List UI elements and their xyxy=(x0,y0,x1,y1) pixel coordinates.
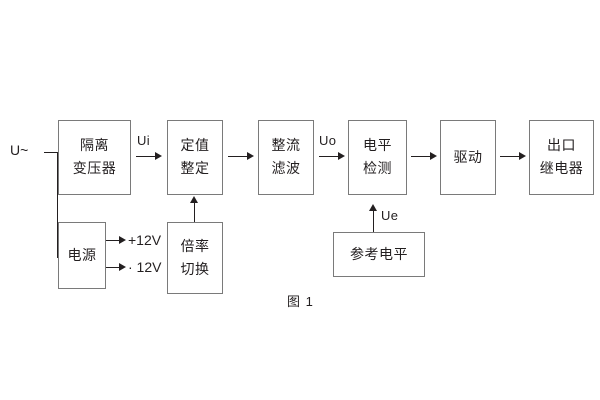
arrow-rail-positive xyxy=(119,236,126,244)
block-rectify-filter-line2: 滤波 xyxy=(271,160,301,176)
connector-drive-to-output-relay xyxy=(500,156,520,157)
arrow-into-setting-adjust-from-below xyxy=(190,196,198,203)
rail-negative-line xyxy=(106,267,120,268)
figure-caption: 图 1 xyxy=(287,294,314,309)
connector-level-detect-to-drive xyxy=(411,156,431,157)
block-isolation-transformer-line1: 隔离 xyxy=(80,137,109,154)
block-level-detect[interactable]: 电平 检测 xyxy=(348,120,407,195)
input-bus-vertical xyxy=(57,152,58,257)
block-isolation-transformer-line2: 变压器 xyxy=(72,160,117,176)
arrow-into-drive xyxy=(430,152,437,160)
arrow-into-output-relay xyxy=(519,152,526,160)
block-isolation-transformer[interactable]: 隔离 变压器 xyxy=(58,120,131,195)
rail-positive-label: +12V xyxy=(128,232,162,248)
arrow-into-rectify-filter xyxy=(247,152,254,160)
rail-negative-label: · 12V xyxy=(128,259,162,275)
block-setting-adjust-line1: 定值 xyxy=(180,137,210,154)
arrow-into-level-detect-from-below xyxy=(369,204,377,211)
block-drive[interactable]: 驱动 xyxy=(440,120,496,195)
input-bus-stub xyxy=(44,152,58,153)
block-level-detect-line1: 电平 xyxy=(363,137,392,154)
connector-isolation-to-setting xyxy=(136,156,156,157)
connector-reference-to-level-detect xyxy=(373,210,374,232)
block-multiplier-switch-line2: 切换 xyxy=(180,260,210,277)
signal-label-uo: Uo xyxy=(319,133,337,148)
block-rectify-filter[interactable]: 整流 滤波 xyxy=(258,120,314,195)
block-reference-level-line1: 参考电平 xyxy=(350,245,408,262)
arrow-into-setting-adjust xyxy=(155,152,162,160)
signal-label-ui: Ui xyxy=(137,133,150,148)
block-setting-adjust[interactable]: 定值 整定 xyxy=(167,120,223,195)
block-multiplier-switch[interactable]: 倍率 切换 xyxy=(167,222,223,294)
block-power-supply[interactable]: 电源 xyxy=(58,222,106,289)
input-source-label: U~ xyxy=(10,142,29,158)
block-drive-line1: 驱动 xyxy=(453,148,483,165)
block-multiplier-switch-line1: 倍率 xyxy=(180,237,210,254)
arrow-rail-negative xyxy=(119,263,126,271)
block-reference-level[interactable]: 参考电平 xyxy=(333,232,425,277)
block-output-relay[interactable]: 出口 继电器 xyxy=(529,120,594,195)
block-setting-adjust-line2: 整定 xyxy=(180,160,210,176)
block-level-detect-line2: 检测 xyxy=(363,160,392,176)
block-output-relay-line2: 继电器 xyxy=(539,160,584,176)
connector-setting-to-rectify xyxy=(228,156,248,157)
block-output-relay-line1: 出口 xyxy=(547,137,576,154)
block-power-supply-line1: 电源 xyxy=(67,246,97,263)
rail-positive-line xyxy=(106,240,120,241)
connector-multiplier-to-setting xyxy=(194,202,195,222)
signal-label-ue: Ue xyxy=(381,208,399,223)
connector-rectify-to-level-detect xyxy=(319,156,339,157)
block-rectify-filter-line1: 整流 xyxy=(271,137,301,154)
arrow-into-level-detect xyxy=(338,152,345,160)
